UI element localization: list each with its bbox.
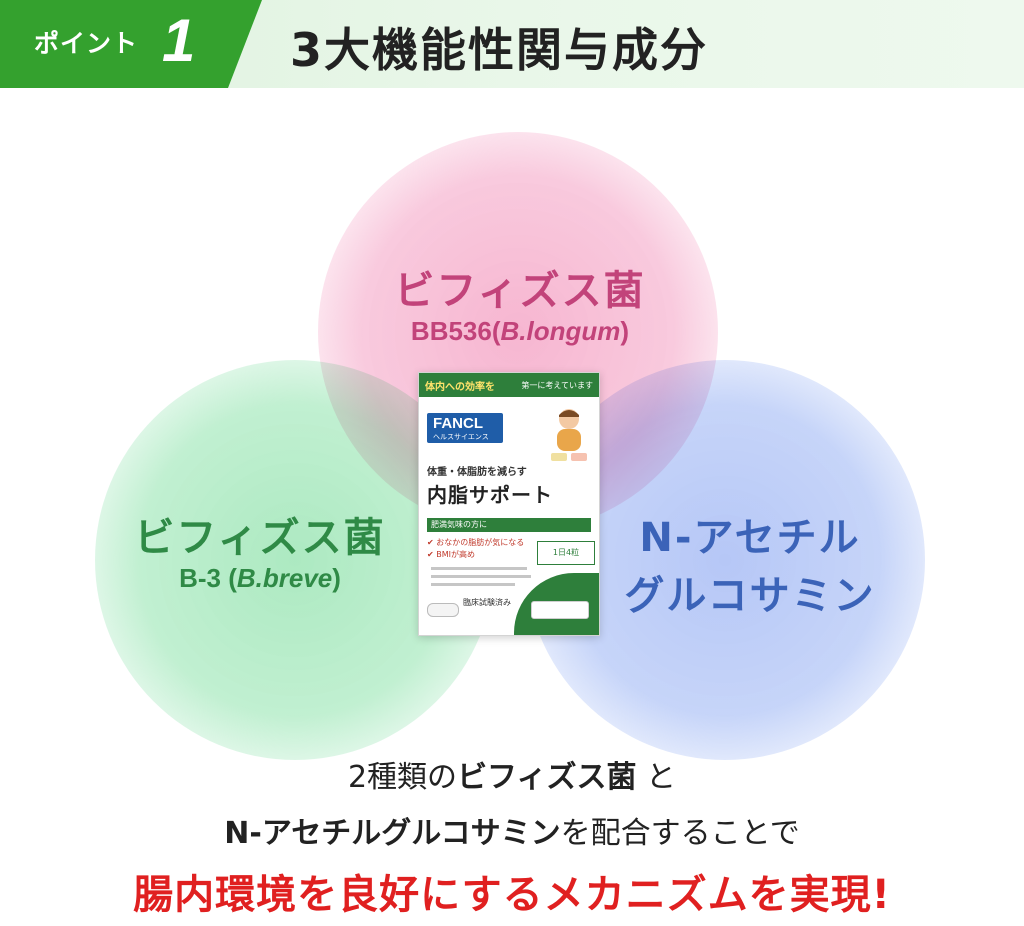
package-check-1: ✔ おなかの脂肪が気になる: [427, 538, 525, 547]
line1-part-b: ビフィズス菌: [457, 760, 637, 795]
green-sub-species: B.breve: [236, 563, 333, 593]
person-illustration-icon: [551, 409, 587, 461]
line2-part-b: を配合することで: [560, 816, 800, 851]
capsule-icon: [427, 603, 459, 617]
package-top-left-text: 体内への効率を: [425, 382, 495, 393]
blue-circle-line1: N-アセチル: [639, 515, 861, 561]
bottom-line-2: N-アセチルグルコサミンを配合することで: [0, 808, 1024, 852]
package-check-2: ✔ BMIが高め: [427, 550, 475, 559]
brand-sub: ヘルスサイエンス: [433, 433, 489, 441]
green-circle-title: ビフィズス菌: [134, 515, 386, 561]
package-top-right-text: 第一に考えています: [521, 381, 593, 390]
package-subtitle: 体重・体脂肪を減らす: [427, 467, 527, 478]
green-circle-subtitle: B-3 (B.breve): [110, 563, 410, 594]
blue-circle-label: N-アセチル グルコサミン: [600, 505, 900, 621]
bottom-headline: 腸内環境を良好にするメカニズムを実現!: [133, 872, 891, 918]
package-fine-print: [431, 583, 515, 586]
package-fine-print: [431, 575, 531, 578]
line1-part-c: と: [636, 760, 677, 795]
blue-circle-line2: グルコサミン: [624, 573, 876, 619]
section-title: 3大機能性関与成分: [290, 23, 709, 77]
green-sub-prefix: B-3 (: [179, 563, 237, 593]
package-seal: [531, 601, 589, 619]
brand-name: FANCL: [433, 415, 483, 432]
package-fine-print: [431, 567, 527, 570]
pink-circle-title: ビフィズス菌: [394, 268, 646, 314]
section-header: ポイント 1 3大機能性関与成分: [0, 0, 1024, 88]
pink-sub-suffix: ): [620, 316, 630, 346]
package-clinical-label: 臨床試験済み: [463, 598, 511, 607]
line2-part-a: N-アセチルグルコサミン: [224, 816, 561, 851]
check-1-text: おなかの脂肪が気になる: [436, 538, 525, 547]
pink-sub-prefix: BB536(: [410, 316, 501, 346]
package-dose-box: 1日4粒: [537, 541, 595, 565]
green-circle-label: ビフィズス菌 B-3 (B.breve): [110, 505, 410, 594]
point-number: 1: [162, 7, 196, 74]
fancl-logo: FANCL ヘルスサイエンス: [427, 413, 503, 443]
package-band: 肥満気味の方に: [427, 518, 591, 532]
check-2-text: BMIが高め: [436, 550, 475, 559]
package-product-name: 内脂サポート: [427, 483, 553, 507]
line1-part-a: 2種類の: [347, 760, 458, 795]
point-label: ポイント: [34, 29, 139, 58]
point-badge: ポイント 1: [0, 0, 262, 88]
package-top-bar: 体内への効率を 第一に考えています: [419, 373, 599, 397]
pink-sub-species: B.longum: [500, 316, 621, 346]
green-sub-suffix: ): [332, 563, 341, 593]
bottom-line-1: 2種類のビフィズス菌 と: [0, 752, 1024, 796]
pink-circle-label: ビフィズス菌 BB536(B.longum): [320, 258, 720, 347]
product-package-image: 体内への効率を 第一に考えています FANCL ヘルスサイエンス 体重・体脂肪を…: [418, 372, 600, 636]
pink-circle-subtitle: BB536(B.longum): [320, 316, 720, 347]
